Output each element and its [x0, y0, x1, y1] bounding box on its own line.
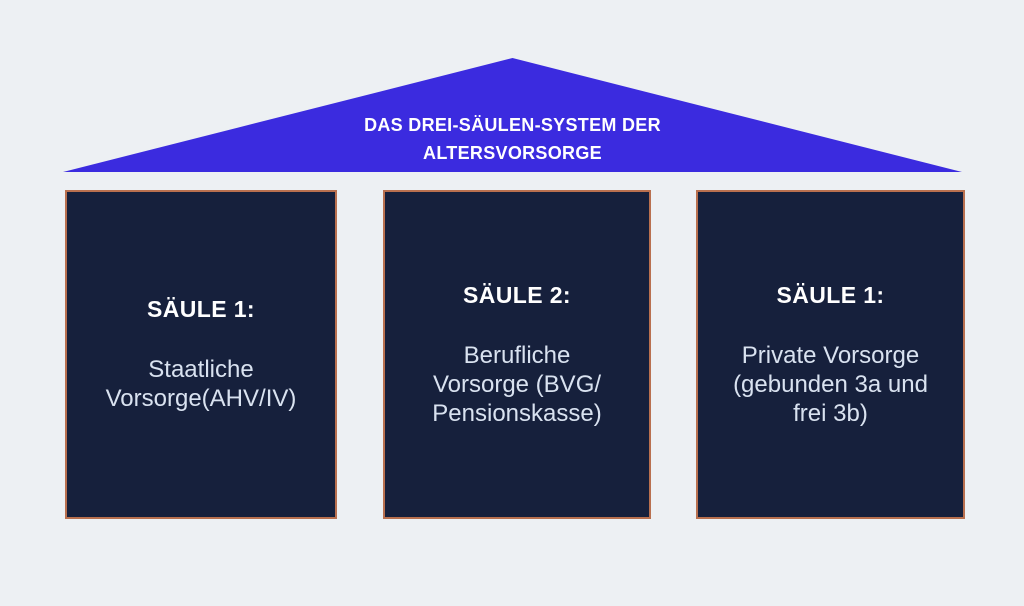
pillar-3-body: Private Vorsorge (gebunden 3a und frei 3…: [733, 341, 928, 427]
pillar-2-body: Berufliche Vorsorge (BVG/ Pensionskasse): [432, 341, 602, 427]
roof-triangle: DAS DREI-SÄULEN-SYSTEM DER ALTERSVORSORG…: [63, 58, 962, 172]
pillar-2-heading: SÄULE 2:: [463, 281, 571, 308]
pillar-1-body: Staatliche Vorsorge(AHV/IV): [105, 356, 297, 412]
pillar-2: SÄULE 2: Berufliche Vorsorge (BVG/ Pensi…: [383, 190, 651, 519]
diagram-title: DAS DREI-SÄULEN-SYSTEM DER ALTERSVORSORG…: [364, 115, 661, 163]
pillar-1: SÄULE 1: Staatliche Vorsorge(AHV/IV): [65, 190, 337, 519]
pillar-3: SÄULE 1: Private Vorsorge (gebunden 3a u…: [696, 190, 965, 519]
pillar-1-heading: SÄULE 1:: [147, 296, 255, 322]
pillar-3-heading: SÄULE 1:: [776, 281, 885, 308]
